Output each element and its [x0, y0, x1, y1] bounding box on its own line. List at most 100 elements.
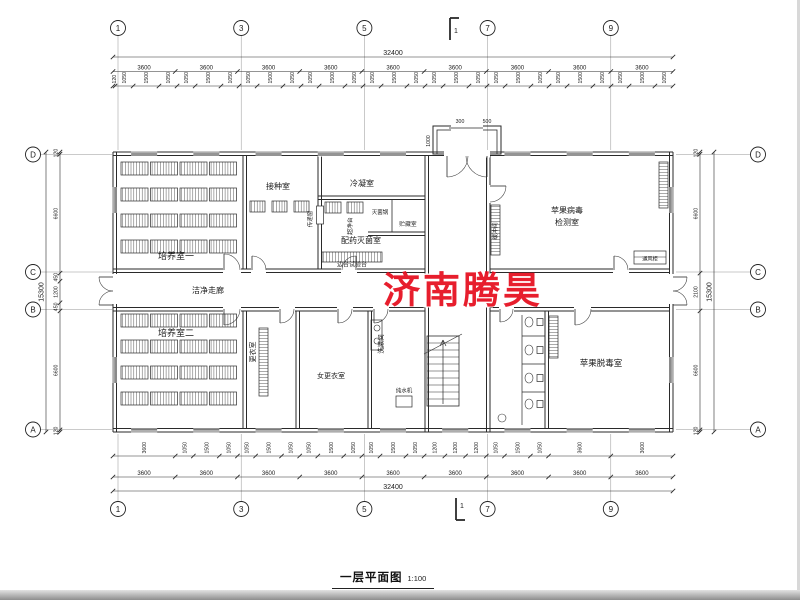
svg-text:3600: 3600 — [324, 471, 338, 477]
svg-text:1200: 1200 — [474, 442, 480, 454]
svg-text:9: 9 — [609, 24, 614, 33]
svg-text:1050: 1050 — [493, 442, 499, 454]
svg-text:灭菌锅: 灭菌锅 — [372, 208, 389, 216]
svg-text:7: 7 — [485, 24, 490, 33]
svg-text:450: 450 — [54, 302, 60, 311]
svg-text:1050: 1050 — [226, 442, 232, 454]
svg-text:1500: 1500 — [206, 72, 212, 84]
svg-text:苹果病毒: 苹果病毒 — [551, 205, 583, 215]
svg-text:15300: 15300 — [707, 282, 714, 302]
svg-text:超净台: 超净台 — [346, 217, 354, 235]
svg-text:缓冲间: 缓冲间 — [491, 222, 499, 240]
svg-text:3600: 3600 — [573, 66, 587, 72]
svg-text:32400: 32400 — [383, 484, 403, 491]
svg-text:1050: 1050 — [618, 72, 624, 84]
svg-text:5: 5 — [362, 24, 367, 33]
svg-text:1500: 1500 — [391, 442, 397, 454]
svg-text:1: 1 — [460, 503, 464, 510]
svg-text:1050: 1050 — [413, 442, 419, 454]
svg-text:1500: 1500 — [392, 72, 398, 84]
svg-text:1500: 1500 — [516, 72, 522, 84]
svg-text:边台试验台: 边台试验台 — [337, 261, 367, 269]
svg-text:15300: 15300 — [39, 282, 46, 302]
svg-text:1050: 1050 — [184, 72, 190, 84]
svg-text:3600: 3600 — [200, 66, 214, 72]
svg-text:洗漱间: 洗漱间 — [376, 334, 385, 354]
svg-text:通风柜: 通风柜 — [642, 255, 658, 263]
svg-text:1050: 1050 — [662, 72, 668, 84]
svg-text:1200: 1200 — [54, 286, 60, 298]
page-right-edge — [797, 0, 800, 600]
svg-text:3600: 3600 — [324, 66, 338, 72]
svg-text:3600: 3600 — [142, 442, 148, 454]
svg-text:1: 1 — [116, 505, 121, 514]
svg-text:1500: 1500 — [640, 72, 646, 84]
drawing-title-block: 一层平面图 1:100 — [332, 568, 435, 589]
svg-text:洁净走廊: 洁净走廊 — [192, 285, 224, 295]
svg-text:苹果脱毒室: 苹果脱毒室 — [580, 358, 623, 368]
svg-text:接种室: 接种室 — [266, 181, 290, 191]
svg-text:1050: 1050 — [432, 72, 438, 84]
svg-text:500: 500 — [483, 119, 492, 125]
svg-text:3600: 3600 — [635, 66, 649, 72]
svg-text:1500: 1500 — [204, 442, 210, 454]
svg-text:1500: 1500 — [144, 72, 150, 84]
watermark: 济南腾昊 — [383, 270, 543, 311]
svg-text:检测室: 检测室 — [555, 217, 579, 227]
svg-text:培养室一: 培养室一 — [158, 250, 194, 261]
svg-text:5: 5 — [362, 505, 367, 514]
svg-text:9: 9 — [609, 505, 614, 514]
svg-text:B: B — [30, 305, 35, 314]
svg-text:1500: 1500 — [578, 72, 584, 84]
svg-text:贮藏室: 贮藏室 — [399, 220, 417, 228]
svg-text:配药灭菌室: 配药灭菌室 — [341, 235, 381, 245]
drawing-title: 一层平面图 — [340, 572, 403, 584]
svg-text:6600: 6600 — [54, 364, 60, 376]
svg-text:A: A — [755, 425, 761, 434]
svg-text:3600: 3600 — [200, 471, 214, 477]
svg-text:1200: 1200 — [453, 442, 459, 454]
svg-text:传递窗: 传递窗 — [306, 210, 314, 227]
svg-text:3600: 3600 — [640, 442, 646, 454]
svg-text:A: A — [30, 425, 36, 434]
svg-text:C: C — [755, 268, 761, 277]
svg-text:1500: 1500 — [515, 442, 521, 454]
svg-text:D: D — [30, 150, 36, 159]
svg-text:6600: 6600 — [54, 208, 60, 220]
svg-text:女更衣室: 女更衣室 — [317, 371, 345, 380]
drawing-scale: 1:100 — [407, 574, 427, 583]
svg-text:120: 120 — [694, 149, 700, 158]
svg-text:3600: 3600 — [573, 471, 587, 477]
svg-text:1050: 1050 — [537, 442, 543, 454]
svg-text:3600: 3600 — [511, 471, 525, 477]
svg-text:1050: 1050 — [290, 72, 296, 84]
svg-text:3600: 3600 — [449, 66, 463, 72]
svg-text:更衣室: 更衣室 — [248, 342, 257, 363]
svg-text:1050: 1050 — [289, 442, 295, 454]
svg-text:C: C — [30, 268, 36, 277]
svg-text:1050: 1050 — [556, 72, 562, 84]
svg-text:3600: 3600 — [449, 471, 463, 477]
svg-text:1500: 1500 — [454, 72, 460, 84]
svg-text:1050: 1050 — [246, 72, 252, 84]
svg-text:120: 120 — [54, 426, 60, 435]
svg-text:1050: 1050 — [494, 72, 500, 84]
svg-text:1050: 1050 — [307, 442, 313, 454]
svg-text:1500: 1500 — [329, 442, 335, 454]
svg-text:7: 7 — [485, 505, 490, 514]
svg-text:1050: 1050 — [182, 442, 188, 454]
svg-text:1050: 1050 — [228, 72, 234, 84]
svg-text:120: 120 — [112, 75, 118, 84]
svg-text:1: 1 — [454, 28, 458, 35]
page-bottom-shadow — [0, 590, 800, 600]
svg-text:1050: 1050 — [369, 442, 375, 454]
svg-text:1050: 1050 — [370, 72, 376, 84]
svg-text:1000: 1000 — [426, 135, 432, 147]
svg-text:1050: 1050 — [351, 442, 357, 454]
svg-text:1050: 1050 — [352, 72, 358, 84]
svg-text:B: B — [755, 305, 760, 314]
svg-text:1050: 1050 — [476, 72, 482, 84]
svg-text:1050: 1050 — [308, 72, 314, 84]
